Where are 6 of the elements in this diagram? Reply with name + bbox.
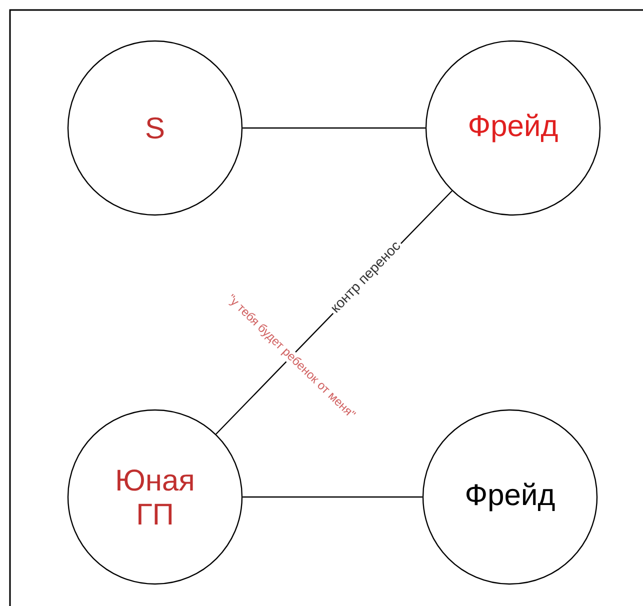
connector-line <box>242 496 422 498</box>
circle-node: Фрейд <box>422 409 598 585</box>
circle-node: S <box>67 40 243 216</box>
circle-node: Фрейд <box>425 40 601 216</box>
connector-line <box>242 127 426 129</box>
circle-node: Юная ГП <box>67 409 243 585</box>
